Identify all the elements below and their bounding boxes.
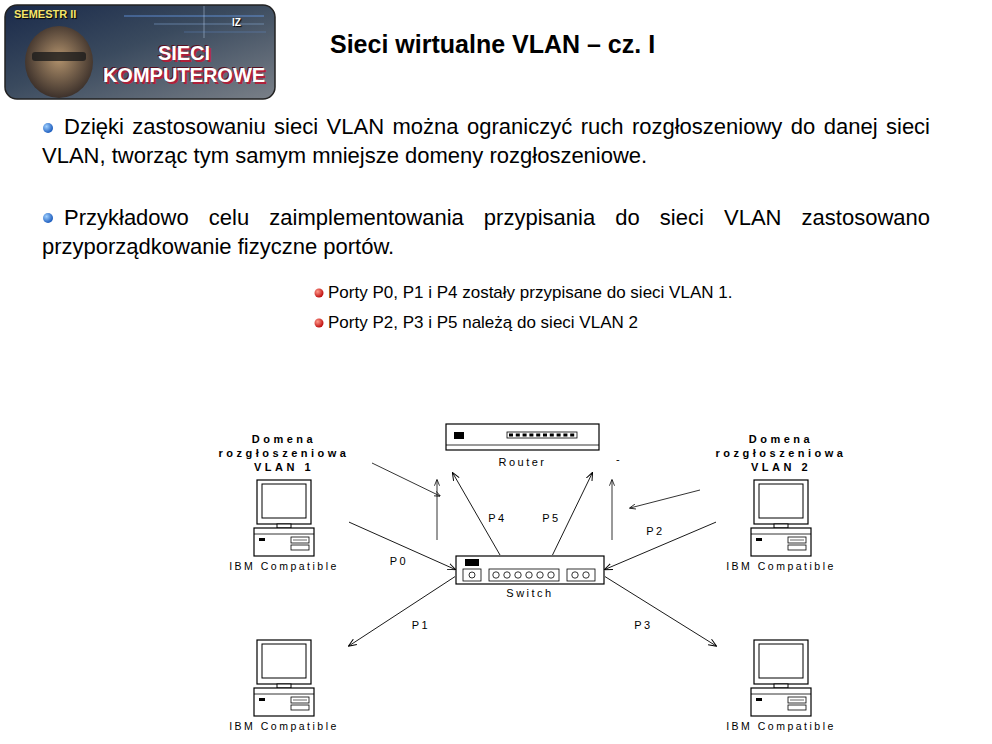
flow-arrow bbox=[612, 480, 613, 540]
port-label: P4 bbox=[485, 512, 507, 525]
mark-label: - bbox=[616, 452, 630, 466]
device-label: IBM Compatible bbox=[716, 719, 846, 733]
port-label: P2 bbox=[643, 524, 665, 537]
port-label: P3 bbox=[631, 619, 653, 632]
computer-icon bbox=[219, 638, 349, 718]
device-label: Router bbox=[445, 455, 600, 469]
computer-icon bbox=[716, 478, 846, 558]
flow-arrow bbox=[372, 463, 440, 496]
port-label: P0 bbox=[387, 554, 409, 567]
computer-node: IBM Compatible bbox=[716, 478, 846, 576]
computer-node: IBM Compatible bbox=[716, 638, 846, 736]
bullet-text: Przykładowo celu zaimplementowania przyp… bbox=[42, 203, 930, 261]
device-label: IBM Compatible bbox=[219, 559, 349, 573]
bullet-dot bbox=[43, 123, 53, 133]
logo-code: IZ bbox=[232, 17, 262, 28]
switch-box: Switch bbox=[455, 555, 605, 603]
sub-bullet-dot bbox=[315, 289, 324, 298]
computer-node: IBM Compatible bbox=[219, 638, 349, 736]
link-line bbox=[605, 522, 716, 569]
switch-icon bbox=[455, 555, 605, 585]
bullet-text: Dzięki zastosowaniu sieci VLAN można ogr… bbox=[42, 112, 930, 170]
device-label: IBM Compatible bbox=[716, 559, 846, 573]
logo-title: SIECI KOMPUTEROWE bbox=[96, 42, 272, 86]
device-label: IBM Compatible bbox=[219, 719, 349, 733]
sub-bullet-dot bbox=[315, 319, 324, 328]
computer-icon bbox=[716, 638, 846, 718]
bullet-dot bbox=[43, 213, 53, 223]
logo-semester: SEMESTR II bbox=[14, 8, 104, 20]
link-line bbox=[349, 577, 455, 646]
course-logo: SEMESTR II IZ SIECI KOMPUTEROWE bbox=[4, 4, 276, 100]
port-label: P5 bbox=[539, 512, 561, 525]
flow-arrow bbox=[630, 490, 700, 508]
flow-arrow bbox=[437, 480, 438, 540]
router-icon bbox=[445, 423, 600, 451]
slide-title: Sieci wirtualne VLAN – cz. I bbox=[330, 30, 655, 59]
domain-label: Domena rozgłoszeniowa VLAN 1 bbox=[209, 432, 359, 474]
sub-bullet-text: Porty P2, P3 i P5 należą do sieci VLAN 2 bbox=[328, 313, 888, 333]
sub-bullet-text: Porty P0, P1 i P4 zostały przypisane do … bbox=[328, 283, 888, 303]
link-line bbox=[349, 522, 455, 569]
port-label: P1 bbox=[409, 619, 431, 632]
link-line bbox=[605, 577, 716, 646]
domain-label: Domena rozgłoszeniowa VLAN 2 bbox=[706, 432, 856, 474]
computer-icon bbox=[219, 478, 349, 558]
device-label: Switch bbox=[455, 586, 605, 600]
computer-node: IBM Compatible bbox=[219, 478, 349, 576]
router-box: Router bbox=[445, 423, 600, 473]
